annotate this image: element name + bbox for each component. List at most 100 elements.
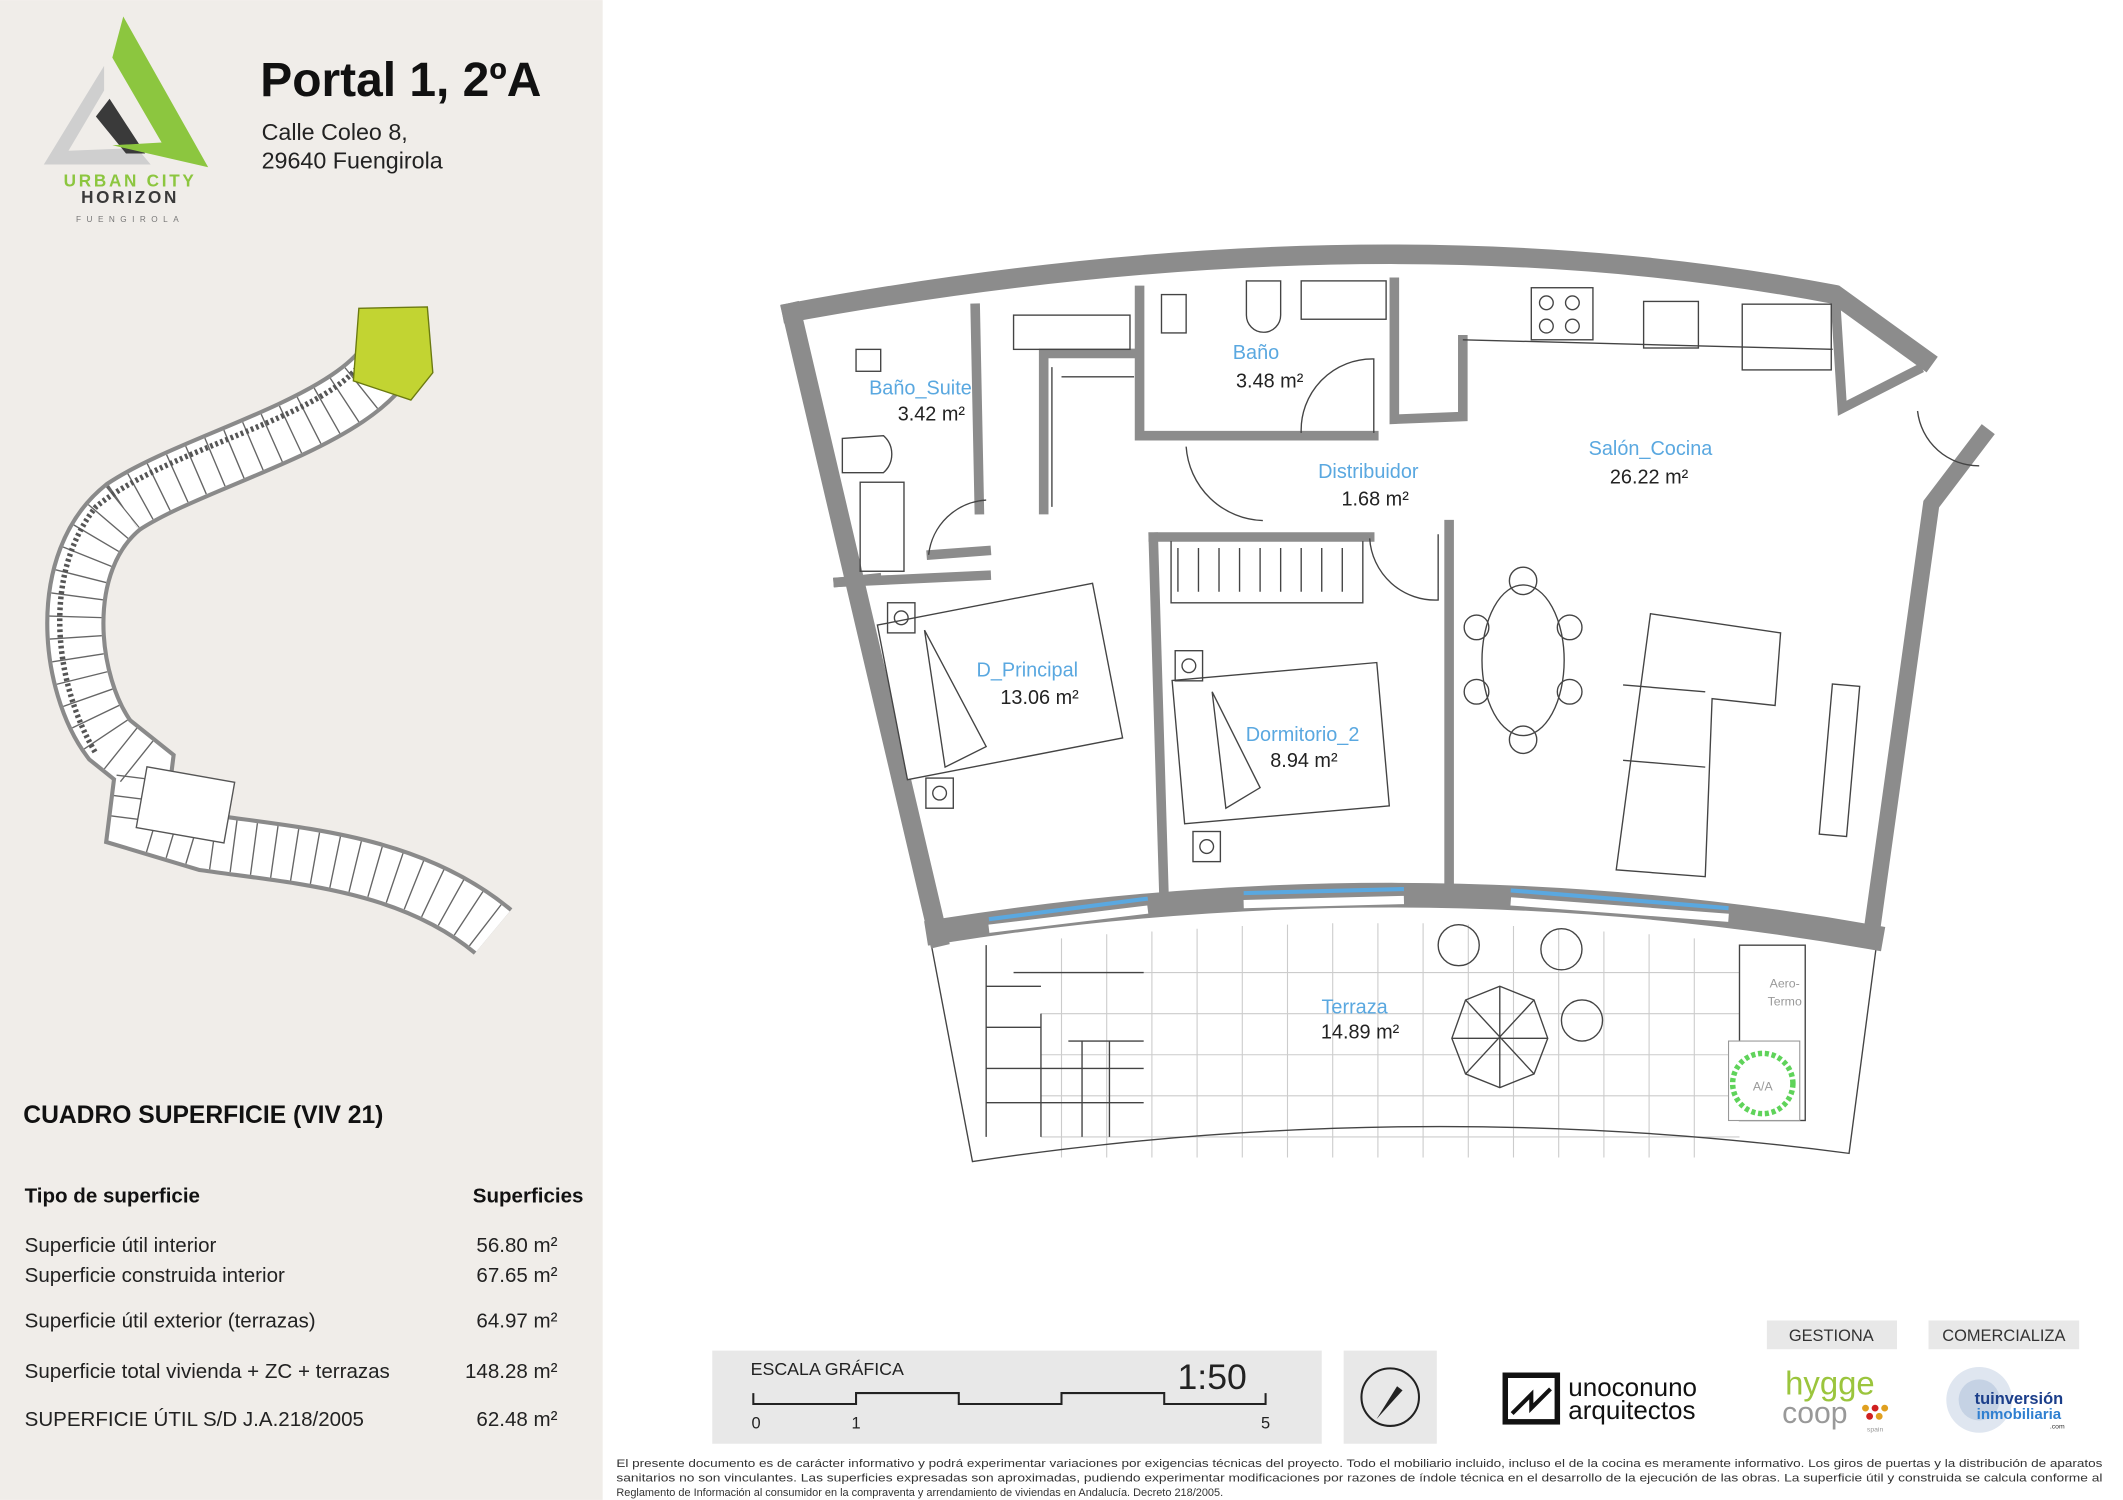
window-sills bbox=[988, 895, 1729, 933]
dining-table bbox=[1463, 566, 1583, 755]
room-label-distribuidor: Distribuidor 1.68 m² bbox=[1318, 461, 1419, 510]
building-interior bbox=[49, 314, 510, 952]
table-row: Superficie construida interior 67.65 m² bbox=[25, 1264, 558, 1287]
unoconuno-logo: unoconuno arquitectos bbox=[1502, 1372, 1697, 1425]
scale-label: ESCALA GRÁFICA bbox=[751, 1359, 904, 1379]
fridge-icon bbox=[1741, 303, 1832, 371]
row-value: 56.80 m² bbox=[476, 1234, 557, 1257]
room-name: Dormitorio_2 bbox=[1246, 724, 1360, 746]
north-compass bbox=[1343, 1350, 1437, 1444]
room-name: Distribuidor bbox=[1318, 461, 1419, 483]
com-text: .com bbox=[2050, 1424, 2065, 1431]
spain-text: spain bbox=[1867, 1426, 1884, 1433]
bed-dormitorio-2 bbox=[1171, 650, 1391, 863]
coop-text: coop bbox=[1782, 1397, 1847, 1430]
compass-needle bbox=[1376, 1386, 1403, 1420]
scale-tick: 0 bbox=[751, 1415, 760, 1433]
gestiona-badge bbox=[1766, 1320, 1898, 1350]
room-label-d-principal: D_Principal 13.06 m² bbox=[976, 660, 1079, 709]
window bbox=[1243, 886, 1404, 896]
outer-wall-right bbox=[1861, 424, 1995, 947]
table-row: Superficie total vivienda + ZC + terraza… bbox=[25, 1360, 558, 1383]
outer-wall-left bbox=[780, 300, 950, 949]
row-value: 67.65 m² bbox=[476, 1264, 557, 1287]
scale-tick: 5 bbox=[1261, 1415, 1270, 1433]
room-label-dormitorio-2: Dormitorio_2 8.94 m² bbox=[1246, 724, 1360, 772]
disclaimer-line: El presente documento es de carácter inf… bbox=[616, 1458, 2103, 1470]
room-label-salon-cocina: Salón_Cocina 26.22 m² bbox=[1589, 438, 1714, 489]
disclaimer-line: sanitarios no son vinculantes. Las super… bbox=[616, 1472, 2102, 1484]
terrace-tiles bbox=[1040, 923, 1740, 1158]
col-header-value: Superficies bbox=[473, 1185, 584, 1208]
aerotermo-label: Aero- bbox=[1770, 977, 1800, 991]
room-area: 13.06 m² bbox=[1000, 687, 1079, 709]
highlighted-unit bbox=[352, 306, 434, 401]
graphic-scale: ESCALA GRÁFICA 1:50 0 1 5 bbox=[712, 1350, 1322, 1444]
row-label: Superficie útil interior bbox=[25, 1234, 217, 1257]
kitchen-counter bbox=[1462, 287, 1833, 371]
architect-name-2: arquitectos bbox=[1568, 1395, 1695, 1425]
room-name: Baño_Suite bbox=[869, 378, 972, 400]
hygge-coop-logo: hygge coop spain bbox=[1782, 1364, 1889, 1433]
room-name: Terraza bbox=[1321, 997, 1388, 1019]
disclaimer-line: Reglamento de Información al consumidor … bbox=[616, 1487, 1223, 1499]
room-area: 26.22 m² bbox=[1610, 467, 1689, 489]
surface-table: CUADRO SUPERFICIE (VIV 21) Tipo de super… bbox=[23, 1102, 583, 1431]
gestiona-label: GESTIONA bbox=[1789, 1327, 1874, 1345]
row-label: SUPERFICIE ÚTIL S/D J.A.218/2005 bbox=[25, 1408, 364, 1431]
logo-dark-triangle bbox=[95, 98, 146, 154]
room-label-terraza: Terraza 14.89 m² bbox=[1321, 997, 1400, 1044]
plant-icon bbox=[1729, 1050, 1796, 1117]
room-area: 14.89 m² bbox=[1321, 1021, 1400, 1043]
room-name: D_Principal bbox=[976, 660, 1078, 682]
sink-icon bbox=[1642, 300, 1700, 349]
inmobiliaria-text: inmobiliaria bbox=[1977, 1406, 2062, 1423]
room-name: Baño bbox=[1233, 342, 1279, 364]
comercializa-label: COMERCIALIZA bbox=[1942, 1327, 2065, 1345]
room-area: 3.48 m² bbox=[1236, 371, 1304, 393]
ac-label: A/A bbox=[1753, 1079, 1774, 1093]
urban-city-horizon-logo: URBAN CITY HORIZON FUENGIROLA bbox=[43, 16, 209, 224]
logo-line-3: FUENGIROLA bbox=[76, 215, 184, 224]
sofa bbox=[1615, 612, 1861, 878]
interior-walls bbox=[832, 277, 1924, 910]
stairs bbox=[985, 945, 1144, 1137]
col-header-type: Tipo de superficie bbox=[25, 1185, 200, 1208]
logo-line-1: URBAN CITY bbox=[64, 171, 197, 190]
door-swings bbox=[927, 358, 1980, 601]
hygge-text: hygge bbox=[1785, 1364, 1875, 1401]
logo-gray-triangle bbox=[43, 65, 151, 165]
table-row: Superficie útil interior 56.80 m² bbox=[25, 1234, 558, 1257]
logo-green-triangle bbox=[112, 16, 209, 168]
surface-table-title: CUADRO SUPERFICIE (VIV 21) bbox=[23, 1102, 383, 1129]
outer-wall-bottom bbox=[924, 882, 1886, 952]
ac-unit: A/A bbox=[1727, 1040, 1801, 1122]
window bbox=[1510, 888, 1729, 911]
logo-line-2: HORIZON bbox=[81, 188, 179, 207]
room-area: 1.68 m² bbox=[1341, 489, 1409, 511]
address-line-2: 29640 Fuengirola bbox=[262, 148, 443, 174]
scale-tick: 1 bbox=[851, 1415, 860, 1433]
outer-wall-top bbox=[780, 244, 1938, 373]
scale-ratio: 1:50 bbox=[1178, 1357, 1247, 1397]
page-title: Portal 1, 2ºA bbox=[260, 54, 541, 107]
room-label-bano: Baño 3.48 m² bbox=[1233, 342, 1304, 393]
window bbox=[988, 896, 1149, 922]
windows bbox=[988, 886, 1729, 922]
scale-bar bbox=[752, 1392, 1267, 1406]
legal-disclaimer: El presente documento es de carácter inf… bbox=[616, 1458, 2103, 1499]
aerotermo-label: Termo bbox=[1768, 994, 1802, 1008]
room-name: Salón_Cocina bbox=[1589, 438, 1714, 460]
bed-principal bbox=[876, 582, 1124, 809]
common-area bbox=[135, 766, 236, 844]
room-area: 3.42 m² bbox=[898, 404, 966, 426]
address-line-1: Calle Coleo 8, bbox=[262, 119, 408, 145]
row-label: Superficie construida interior bbox=[25, 1264, 285, 1287]
bathroom-fixtures bbox=[841, 280, 1387, 604]
table-row: Superficie útil exterior (terrazas) 64.9… bbox=[25, 1309, 558, 1332]
site-key-plan bbox=[45, 306, 513, 956]
room-label-bano-suite: Baño_Suite 3.42 m² bbox=[869, 378, 972, 426]
terrace-outline bbox=[930, 945, 1878, 1163]
architect-name-1: unoconuno bbox=[1568, 1372, 1697, 1402]
